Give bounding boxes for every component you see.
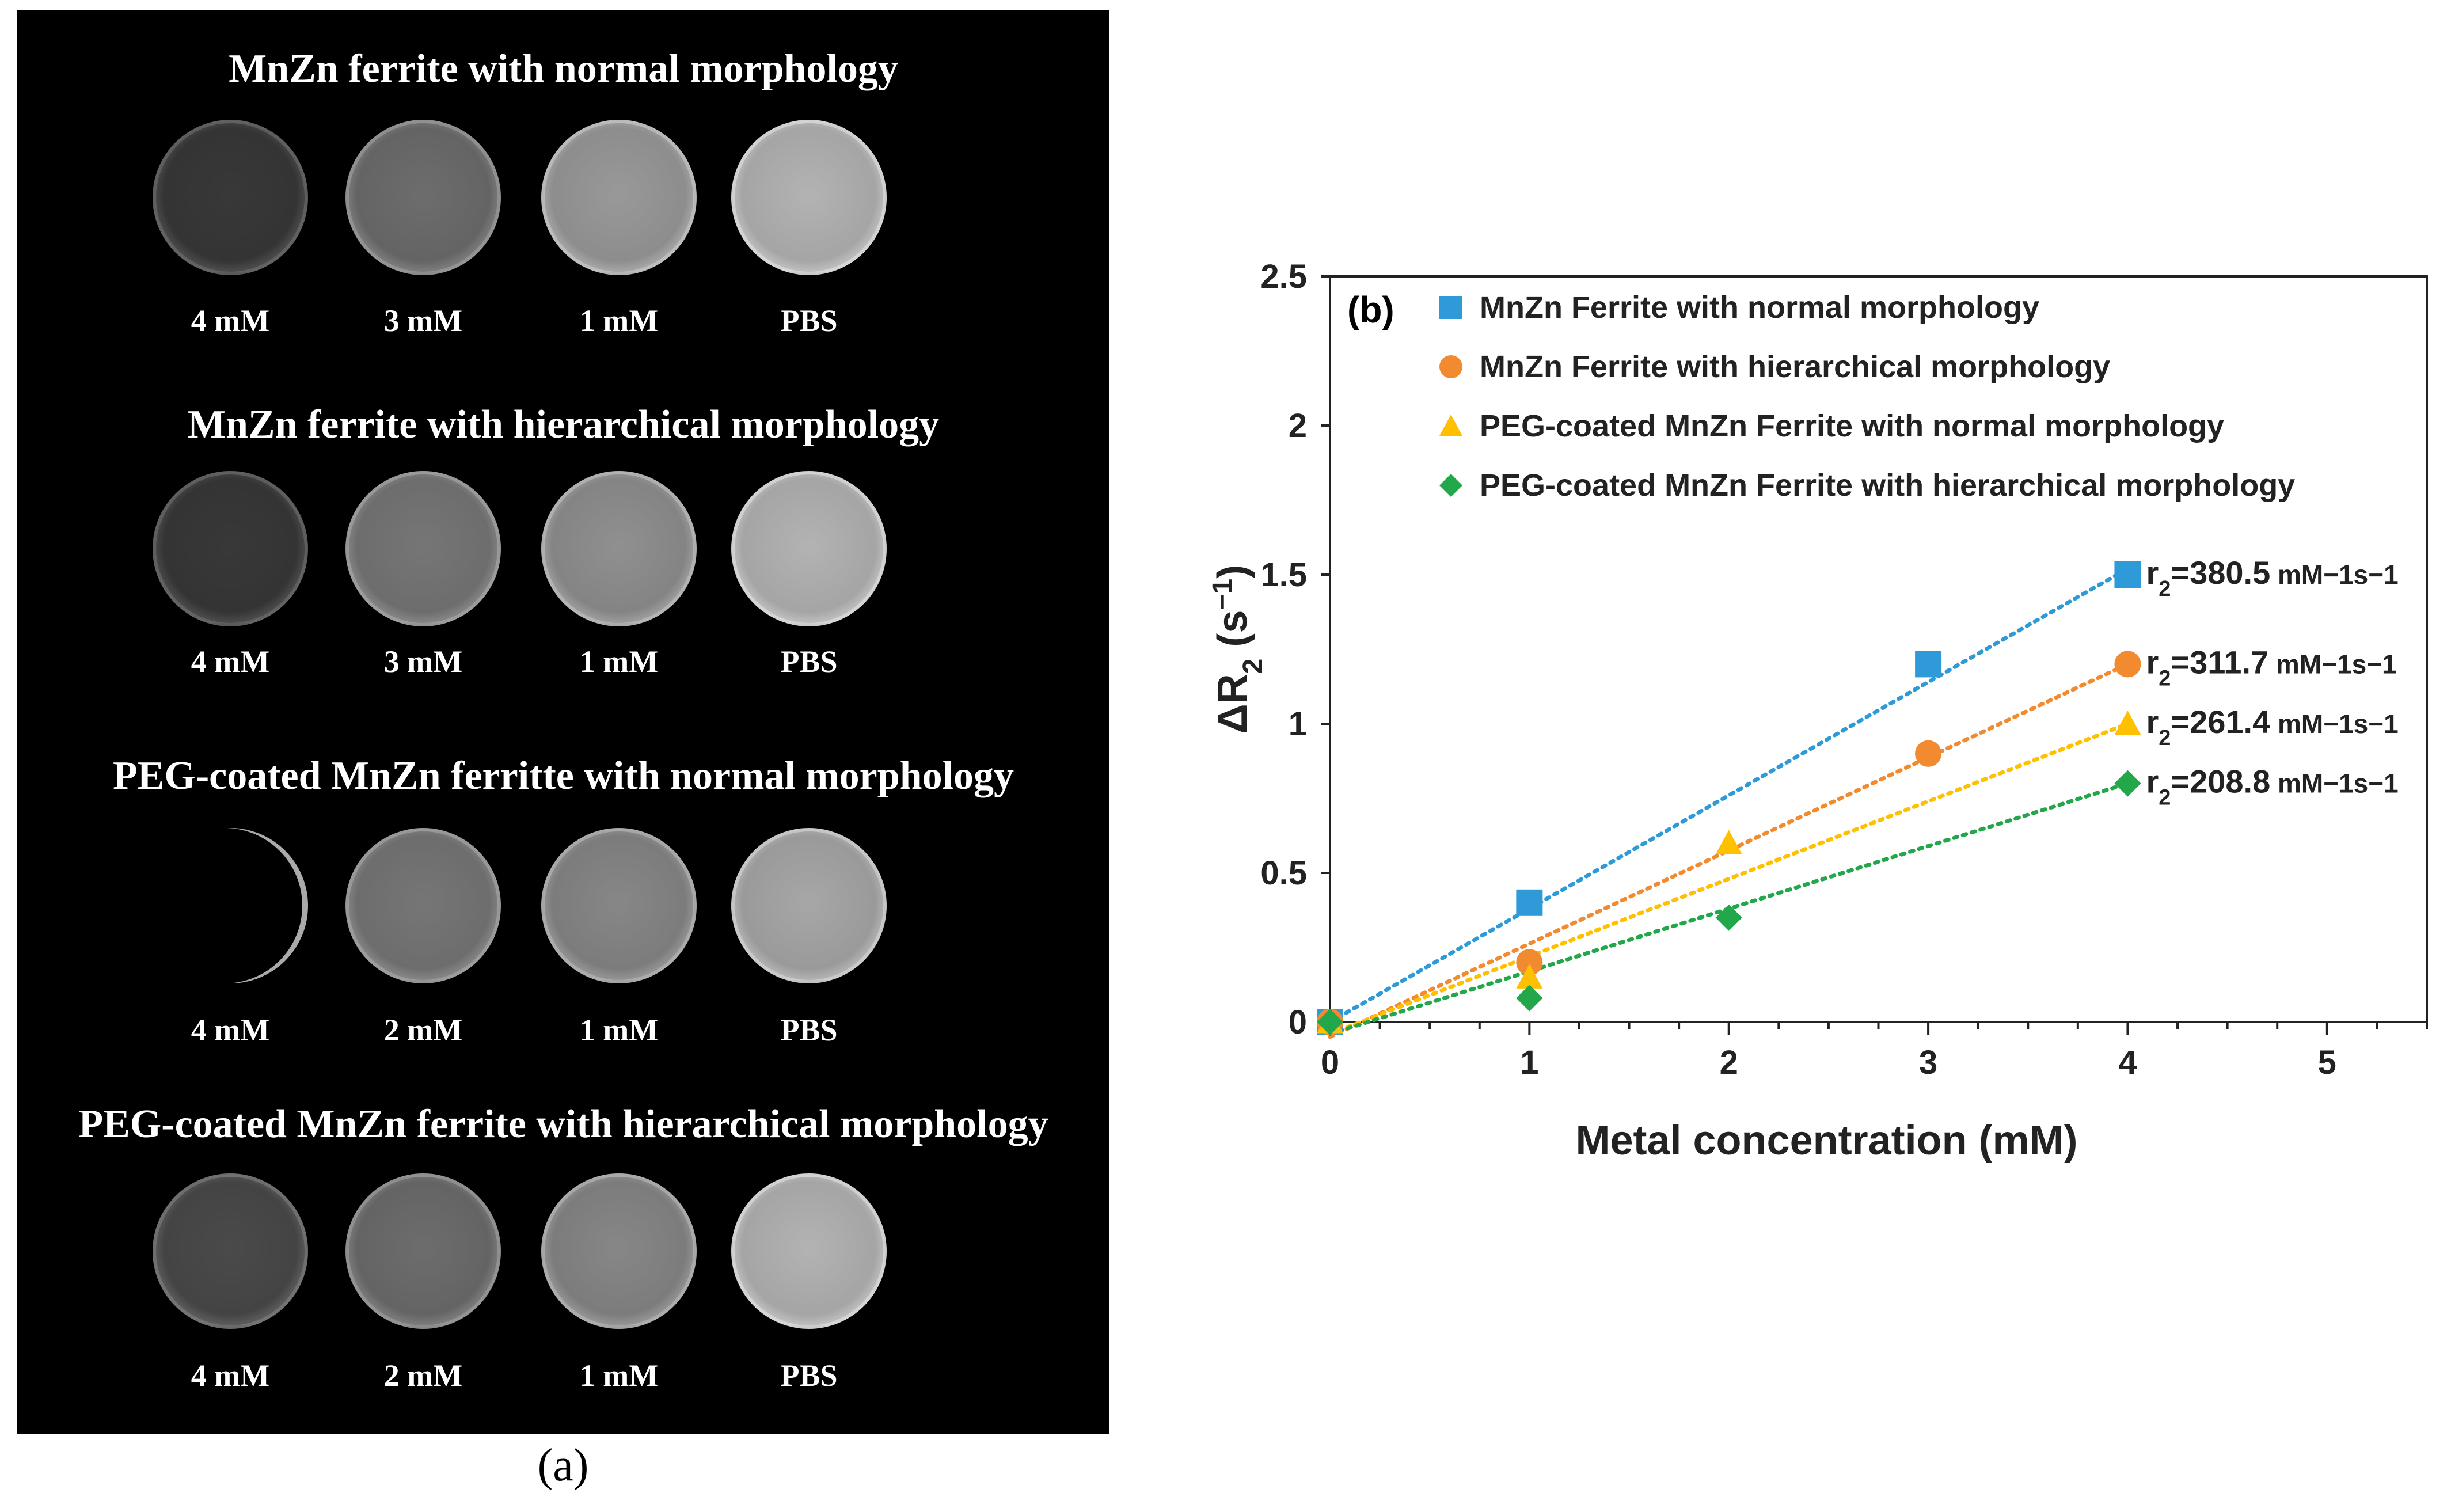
concentration-label: 4 mM [191,644,270,679]
relaxivity-annotation: r2=380.5 mM−1s−1 [2146,554,2398,601]
mri-phantom-panel: MnZn ferrite with normal morphology 4 mM 3… [17,10,1109,1434]
y-tick-label: 0.5 [1260,854,1307,892]
concentration-label: PBS [780,303,838,338]
phantom-sample [541,471,697,626]
fit-line [1328,721,2130,1036]
y-tick-label: 2 [1289,407,1307,445]
data-point [1715,904,1742,931]
concentration-label: 1 mM [579,1358,659,1393]
data-point [2114,561,2141,588]
fit-line [1328,567,2130,1024]
x-tick-label: 2 [1720,1044,1738,1081]
concentration-label: 4 mM [191,1358,270,1393]
phantom-sample [731,1173,887,1329]
concentration-label: 1 mM [579,644,659,679]
concentration-label: PBS [780,644,838,679]
concentration-label: 3 mM [383,303,463,338]
phantom-sample [541,1173,697,1329]
x-tick-label: 1 [1520,1044,1538,1081]
phantom-sample [731,471,887,626]
data-point [1715,830,1742,854]
concentration-label: 4 mM [191,303,270,338]
data-point [1915,651,1942,678]
data-point [1915,740,1942,767]
phantom-sample [345,471,501,626]
y-axis-title: ΔR2 (s−1) [1207,565,1268,734]
legend-marker [1439,355,1462,378]
concentration-label: PBS [780,1358,838,1393]
y-tick-label: 0 [1289,1004,1307,1041]
concentration-label: 2 mM [383,1358,463,1393]
group-title: PEG-coated MnZn ferritte with normal mor… [112,754,1014,798]
y-tick-label: 1.5 [1260,556,1307,594]
data-point [2114,770,2141,797]
data-point [2114,711,2141,735]
panel-b-label: (b) [1347,289,1394,330]
legend-label: PEG-coated MnZn Ferrite with hierarchica… [1480,468,2295,503]
group-title: MnZn ferrite with normal morphology [229,47,898,91]
phantom-sample [153,1173,308,1329]
data-point [1317,1009,1343,1035]
legend-label: MnZn Ferrite with normal morphology [1480,290,2039,325]
phantom-sample [153,120,308,275]
phantom-sample [541,828,697,983]
phantom-sample [345,120,501,275]
concentration-label: PBS [780,1013,838,1047]
x-tick-label: 0 [1321,1044,1339,1081]
relaxivity-annotation: r2=311.7 mM−1s−1 [2146,644,2396,690]
data-point [1516,889,1543,916]
relaxivity-annotation: r2=261.4 mM−1s−1 [2146,704,2398,750]
group-title: PEG-coated MnZn ferrite with hierarchica… [78,1102,1048,1146]
phantom-sample [153,471,308,626]
phantom-sample [731,828,887,983]
phantom-sample [541,120,697,275]
legend-label: PEG-coated MnZn Ferrite with normal morp… [1480,409,2224,443]
phantom-sample [153,828,308,983]
legend-marker [1439,474,1462,497]
x-tick-label: 4 [2118,1044,2137,1081]
y-tick-label: 1 [1289,705,1307,743]
phantom-sample [731,120,887,275]
concentration-label: 3 mM [383,644,463,679]
phantom-sample [345,828,501,983]
concentration-label: 1 mM [579,1013,659,1047]
panel-a-label: (a) [537,1440,589,1491]
x-tick-label: 3 [1919,1044,1937,1081]
x-axis-title: Metal concentration (mM) [1575,1118,2077,1164]
data-point [2114,651,2141,678]
legend-label: MnZn Ferrite with hierarchical morpholog… [1480,349,2110,384]
data-point [1516,964,1543,989]
group-title: MnZn ferrite with hierarchical morpholog… [187,402,940,447]
phantom-sample [345,1173,501,1329]
x-tick-label: 5 [2318,1044,2336,1081]
legend-marker [1439,296,1462,319]
relaxivity-annotation: r2=208.8 mM−1s−1 [2146,763,2398,810]
legend-marker [1439,415,1462,436]
concentration-label: 4 mM [191,1013,270,1047]
data-point [1516,949,1543,976]
concentration-label: 1 mM [579,303,659,338]
y-tick-label: 2.5 [1260,258,1307,295]
concentration-label: 2 mM [383,1013,463,1047]
data-point [1516,985,1543,1012]
